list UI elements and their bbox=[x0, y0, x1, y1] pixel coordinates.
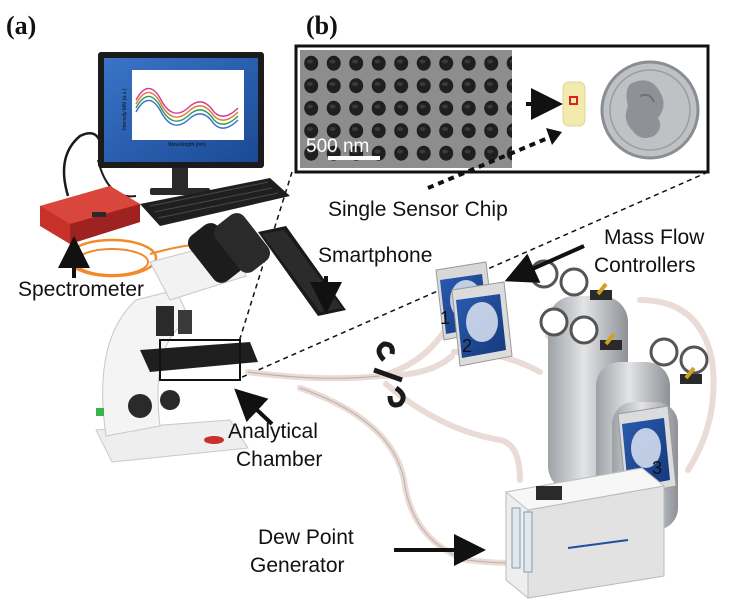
chip-sensing-area bbox=[569, 96, 578, 105]
label-analytical-line2: Chamber bbox=[236, 448, 322, 471]
dew-point-generator bbox=[504, 467, 666, 599]
mfc-2 bbox=[451, 281, 513, 367]
monitor-spectrum-plot bbox=[132, 70, 244, 140]
keyboard bbox=[140, 178, 290, 226]
sem-image-nanohole-array bbox=[300, 50, 512, 168]
scale-bar-label: 500 nm bbox=[306, 136, 369, 157]
smartphone bbox=[258, 226, 346, 316]
label-mass-flow-line2: Controllers bbox=[594, 254, 696, 277]
monitor-ylabel: Intensity MM (a.u.) bbox=[122, 88, 128, 130]
mfc-number-2: 2 bbox=[462, 336, 472, 356]
tubing-outline bbox=[247, 371, 541, 564]
tee-connector bbox=[373, 341, 406, 408]
panel-label-b: (b) bbox=[306, 11, 338, 40]
label-mass-flow-line1: Mass Flow bbox=[604, 226, 705, 249]
label-single-sensor-chip: Single Sensor Chip bbox=[328, 198, 508, 221]
label-analytical-line1: Analytical bbox=[228, 420, 318, 443]
panel-label-a: (a) bbox=[6, 11, 36, 40]
label-spectrometer: Spectrometer bbox=[18, 278, 144, 301]
label-dew-point-line2: Generator bbox=[250, 554, 345, 577]
mfc-number-3: 3 bbox=[652, 458, 662, 478]
label-smartphone: Smartphone bbox=[318, 244, 432, 267]
arrow-mass-flow bbox=[504, 244, 585, 283]
spectrometer-device bbox=[40, 186, 140, 244]
pressure-regulators bbox=[529, 259, 709, 384]
analytical-chamber-box bbox=[159, 339, 241, 381]
monitor-xlabel: Wavelength (nm) bbox=[168, 142, 206, 148]
arrow-analytical-chamber bbox=[234, 388, 274, 426]
label-dew-point-line1: Dew Point bbox=[258, 526, 354, 549]
quarter-coin bbox=[600, 60, 700, 160]
inset-panel-b: 500 nm bbox=[294, 44, 710, 190]
computer-monitor: Intensity MM (a.u.) Wavelength (nm) bbox=[98, 52, 264, 195]
mfc-number-1: 1 bbox=[440, 308, 450, 328]
microscope bbox=[95, 213, 271, 463]
